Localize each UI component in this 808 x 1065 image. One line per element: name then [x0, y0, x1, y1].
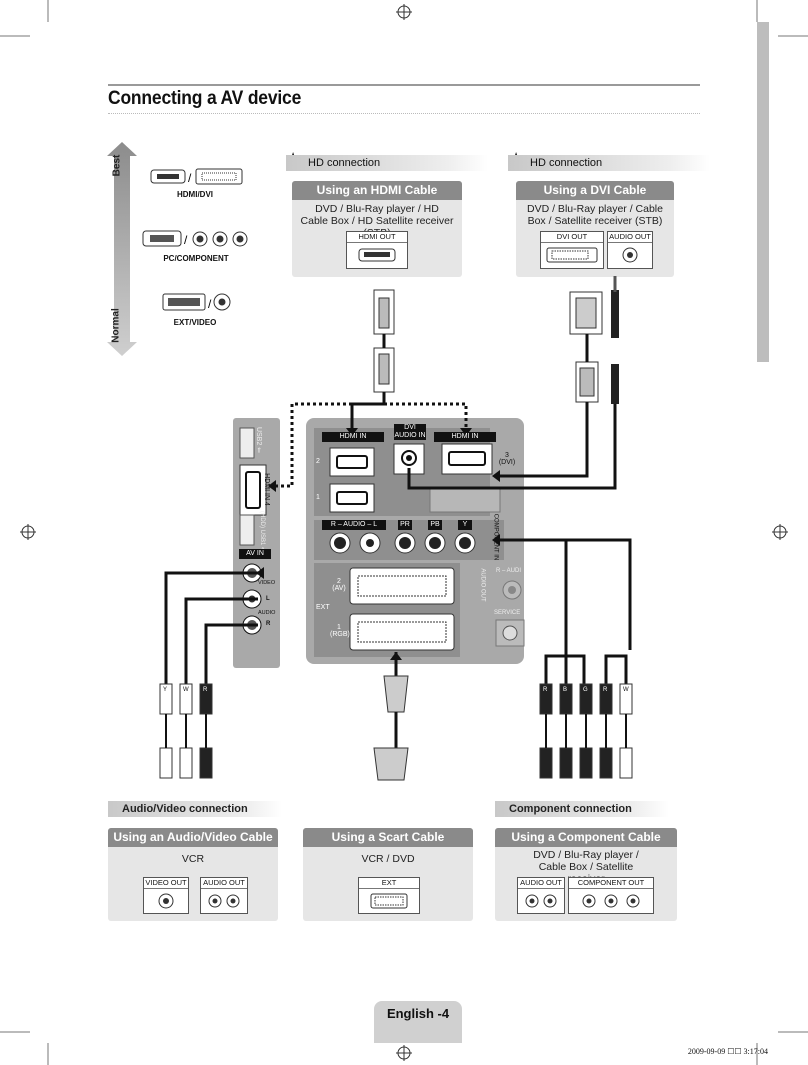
dvi-card-description: DVD / Blu-Ray player / Cable Box / Satel…	[527, 203, 663, 227]
hdmi-hd-tag: HD connection	[286, 155, 488, 171]
dvi-card: Using a DVI Cable DVD / Blu-Ray player /…	[516, 181, 674, 277]
page-title: Connecting a AV device	[108, 88, 302, 109]
print-stamp: 2009-09-09 ☐☐ 3:17:04	[687, 1047, 768, 1056]
rear-port3-label: 3 (DVI)	[498, 452, 516, 466]
component-audio-out-label: AUDIO OUT	[518, 878, 564, 889]
dvi-out-port: DVI OUT	[540, 231, 604, 269]
scart-card: Using a Scart Cable VCR / DVD EXT	[303, 828, 473, 921]
side-video-label: VIDEO	[258, 580, 276, 586]
title-underline	[108, 113, 700, 114]
rear-y-label: Y	[458, 520, 472, 530]
rear-hdmi-in-label: HDMI IN	[322, 432, 384, 442]
legend-label-hdmi-dvi: HDMI/DVI	[177, 190, 213, 199]
plug-left-w: W	[183, 687, 189, 693]
side-hdmi4-label: HDMI IN 4	[262, 473, 270, 506]
footer-tab	[374, 1001, 462, 1043]
rear-pr-label: PR	[398, 520, 412, 530]
side-r-label: R	[266, 621, 271, 627]
scart-ext-label: EXT	[359, 878, 419, 889]
component-out-label: COMPONENT OUT	[569, 878, 653, 889]
plug-right-g: G	[583, 687, 588, 693]
hdmi-out-label: HDMI OUT	[347, 232, 407, 243]
hdmi-card: Using an HDMI Cable DVD / Blu-Ray player…	[292, 181, 462, 277]
dvi-card-heading: Using a DVI Cable	[516, 181, 674, 200]
plug-left-y: Y	[163, 687, 168, 693]
plug-right-w: W	[623, 687, 629, 693]
side-usb1-label: (HDD) USB1 ⇐	[259, 510, 266, 553]
side-av-in-label: AV IN	[239, 549, 271, 559]
plug-right-b: B	[563, 687, 568, 693]
rear-ext2-label: 2 (AV)	[332, 578, 346, 592]
svg-text:/: /	[188, 171, 192, 185]
dvi-audio-out-port: AUDIO OUT	[607, 231, 653, 269]
scart-card-heading: Using a Scart Cable	[303, 828, 473, 847]
svg-text:/: /	[184, 233, 188, 247]
plug-right-r1: R	[543, 687, 548, 693]
av-audio-out-label: AUDIO OUT	[201, 878, 247, 889]
av-audio-out-port: AUDIO OUT	[200, 877, 248, 914]
rear-r-audio-label: R – AUDI	[496, 568, 522, 574]
side-l-label: L	[266, 596, 270, 602]
side-usb2-label: USB2 ⇐	[255, 426, 263, 454]
rear-service-label: SERVICE	[494, 610, 521, 616]
hdmi-card-description: DVD / Blu-Ray player / HD Cable Box / HD…	[300, 203, 454, 239]
scart-card-description: VCR / DVD	[361, 853, 415, 865]
rear-ext-label: EXT	[316, 604, 330, 611]
dvi-hd-tag: HD connection	[508, 155, 710, 171]
hdmi-card-heading: Using an HDMI Cable	[292, 181, 462, 200]
pc-component-icon: /	[142, 230, 252, 253]
av-connection-tag: Audio/Video connection	[108, 801, 282, 817]
plug-left-r: R	[203, 687, 208, 693]
hdmi-dvi-icon: /	[150, 168, 245, 191]
rear-component-in-label: COMPONENT IN	[492, 513, 499, 561]
scart-ext-port: EXT	[358, 877, 420, 914]
rear-pb-label: PB	[428, 520, 442, 530]
rear-audio-out-label: AUDIO OUT	[479, 568, 486, 602]
side-audio-label: AUDIO	[258, 610, 276, 616]
rear-port1-label: 1	[316, 494, 320, 501]
component-card: Using a Component Cable DVD / Blu-Ray pl…	[495, 828, 677, 921]
av-card: Using an Audio/Video Cable VCR VIDEO OUT…	[108, 828, 278, 921]
dvi-out-label: DVI OUT	[541, 232, 603, 243]
rear-port2-label: 2	[316, 458, 320, 465]
legend-label-pc-component: PC/COMPONENT	[163, 254, 229, 263]
title-rule	[108, 84, 700, 86]
av-card-description: VCR	[181, 853, 205, 865]
av-card-heading: Using an Audio/Video Cable	[108, 828, 278, 847]
rear-audio-lr-label: R – AUDIO – L	[322, 520, 386, 530]
component-out-port: COMPONENT OUT	[568, 877, 654, 914]
component-card-heading: Using a Component Cable	[495, 828, 677, 847]
legend-label-ext-video: EXT/VIDEO	[173, 318, 217, 327]
dvi-audio-out-label: AUDIO OUT	[608, 232, 652, 243]
av-video-out-label: VIDEO OUT	[144, 878, 188, 889]
rear-ext1-label: 1 (RGB)	[330, 624, 350, 638]
ext-video-icon: /	[162, 293, 232, 318]
rear-dvi-audio-in-label: DVI AUDIO IN	[394, 424, 426, 440]
quality-arrow	[107, 142, 137, 356]
plug-right-r2: R	[603, 687, 608, 693]
av-video-out-port: VIDEO OUT	[143, 877, 189, 914]
hdmi-out-port: HDMI OUT	[346, 231, 408, 269]
page-number: English -4	[386, 1006, 450, 1021]
component-connection-tag: Component connection	[495, 801, 669, 817]
component-audio-out-port: AUDIO OUT	[517, 877, 565, 914]
svg-text:/: /	[208, 297, 212, 311]
page-edge-tab	[757, 22, 769, 362]
rear-hdmi-in3-label: HDMI IN	[434, 432, 496, 442]
